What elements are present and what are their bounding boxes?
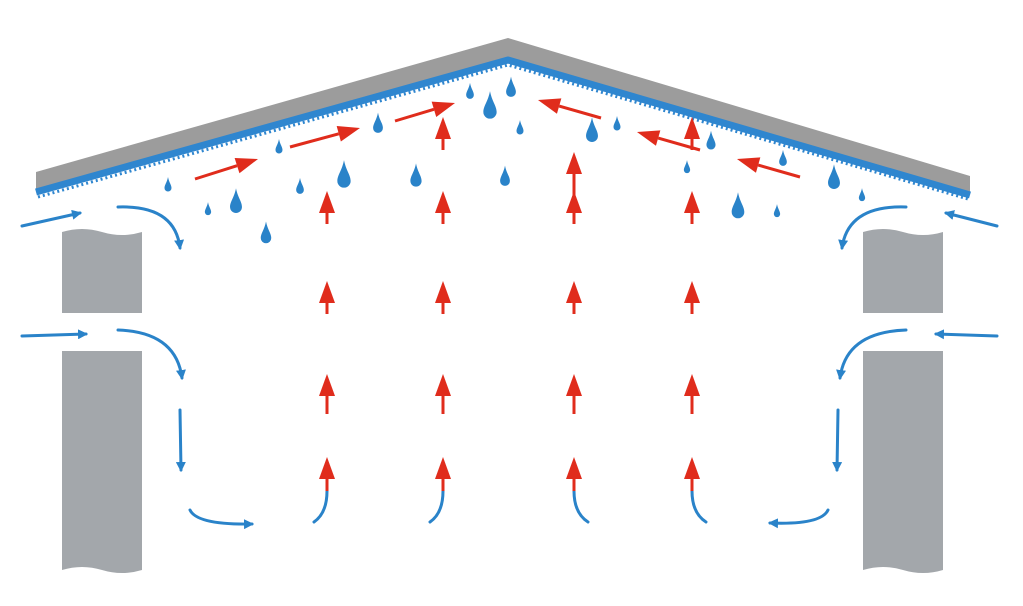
water-drop-icon	[858, 188, 866, 202]
water-drop-icon	[275, 139, 283, 154]
warm-air-arrow	[319, 457, 335, 491]
water-drop-icon	[613, 116, 621, 131]
water-drop-icon	[828, 164, 840, 189]
cold-air-arrow	[944, 210, 999, 228]
water-drop-icon	[260, 221, 272, 244]
right-wall-upper	[863, 229, 943, 313]
cold-air-arrow	[836, 328, 908, 380]
warm-air-arrow	[435, 457, 451, 491]
water-drop-icon	[296, 177, 304, 194]
water-drop-icon	[483, 91, 497, 119]
cold-air-arrow	[20, 209, 82, 228]
water-drop-icon	[683, 160, 691, 174]
warm-air-arrow	[394, 101, 455, 123]
water-drop-icon	[466, 82, 474, 99]
water-drop-icon	[731, 192, 745, 219]
cold-air-arrow	[934, 329, 999, 340]
cold-air-hook	[312, 489, 329, 524]
left-wall-lower	[62, 351, 142, 573]
water-drop-icon	[230, 188, 242, 213]
cold-air-arrow	[116, 205, 185, 250]
cold-air-arrow	[838, 205, 908, 250]
warm-air-arrow	[637, 130, 701, 152]
water-drop-icon	[779, 149, 787, 166]
right-wall	[863, 229, 943, 573]
left-wall	[62, 229, 142, 573]
cold-air-arrow	[188, 508, 254, 530]
condensation-droplets	[164, 76, 866, 244]
cold-air-hook	[572, 489, 590, 524]
warm-air-arrow	[538, 98, 602, 120]
warm-air-arrow	[319, 281, 335, 314]
warm-air-arrow	[566, 374, 582, 414]
water-drop-icon	[706, 130, 716, 150]
warm-air-arrow	[435, 281, 451, 314]
warm-air-arrow	[194, 158, 258, 181]
warm-air-arrow	[566, 281, 582, 314]
warm-air-arrow	[684, 374, 700, 414]
warm-air-arrow	[684, 457, 700, 491]
warm-air-arrow	[319, 374, 335, 414]
water-drop-icon	[516, 120, 524, 135]
water-drop-icon	[500, 165, 510, 186]
water-drop-icon	[204, 202, 212, 216]
cold-air-arrow	[20, 329, 88, 340]
left-wall-upper	[62, 229, 142, 313]
warm-air-arrow	[684, 191, 700, 224]
cold-air-arrow	[768, 508, 830, 529]
cold-air-arrow	[175, 408, 186, 472]
cold-air-hook	[428, 489, 445, 524]
water-drop-icon	[773, 204, 781, 218]
warm-air-flow	[194, 98, 801, 491]
right-wall-lower	[863, 351, 943, 573]
cold-air-hook	[690, 489, 708, 524]
warm-air-arrow	[566, 457, 582, 491]
roof	[35, 38, 971, 201]
warm-air-arrow	[435, 117, 451, 150]
cold-air-arrow	[116, 328, 186, 380]
warm-air-arrow	[737, 157, 801, 179]
warm-air-arrow	[289, 126, 360, 149]
warm-air-arrow	[319, 191, 335, 224]
roof-membrane	[35, 56, 971, 199]
warm-air-arrow	[566, 152, 582, 208]
warm-air-arrow	[684, 281, 700, 314]
water-drop-icon	[373, 112, 383, 133]
warm-air-arrow	[435, 191, 451, 224]
water-drop-icon	[410, 163, 422, 187]
cold-air-arrow	[832, 408, 843, 472]
water-drop-icon	[164, 177, 172, 192]
warm-air-arrow	[435, 374, 451, 414]
water-drop-icon	[586, 117, 598, 142]
water-drop-icon	[337, 160, 351, 188]
cold-air-flow	[20, 205, 999, 530]
water-drop-icon	[506, 76, 516, 97]
